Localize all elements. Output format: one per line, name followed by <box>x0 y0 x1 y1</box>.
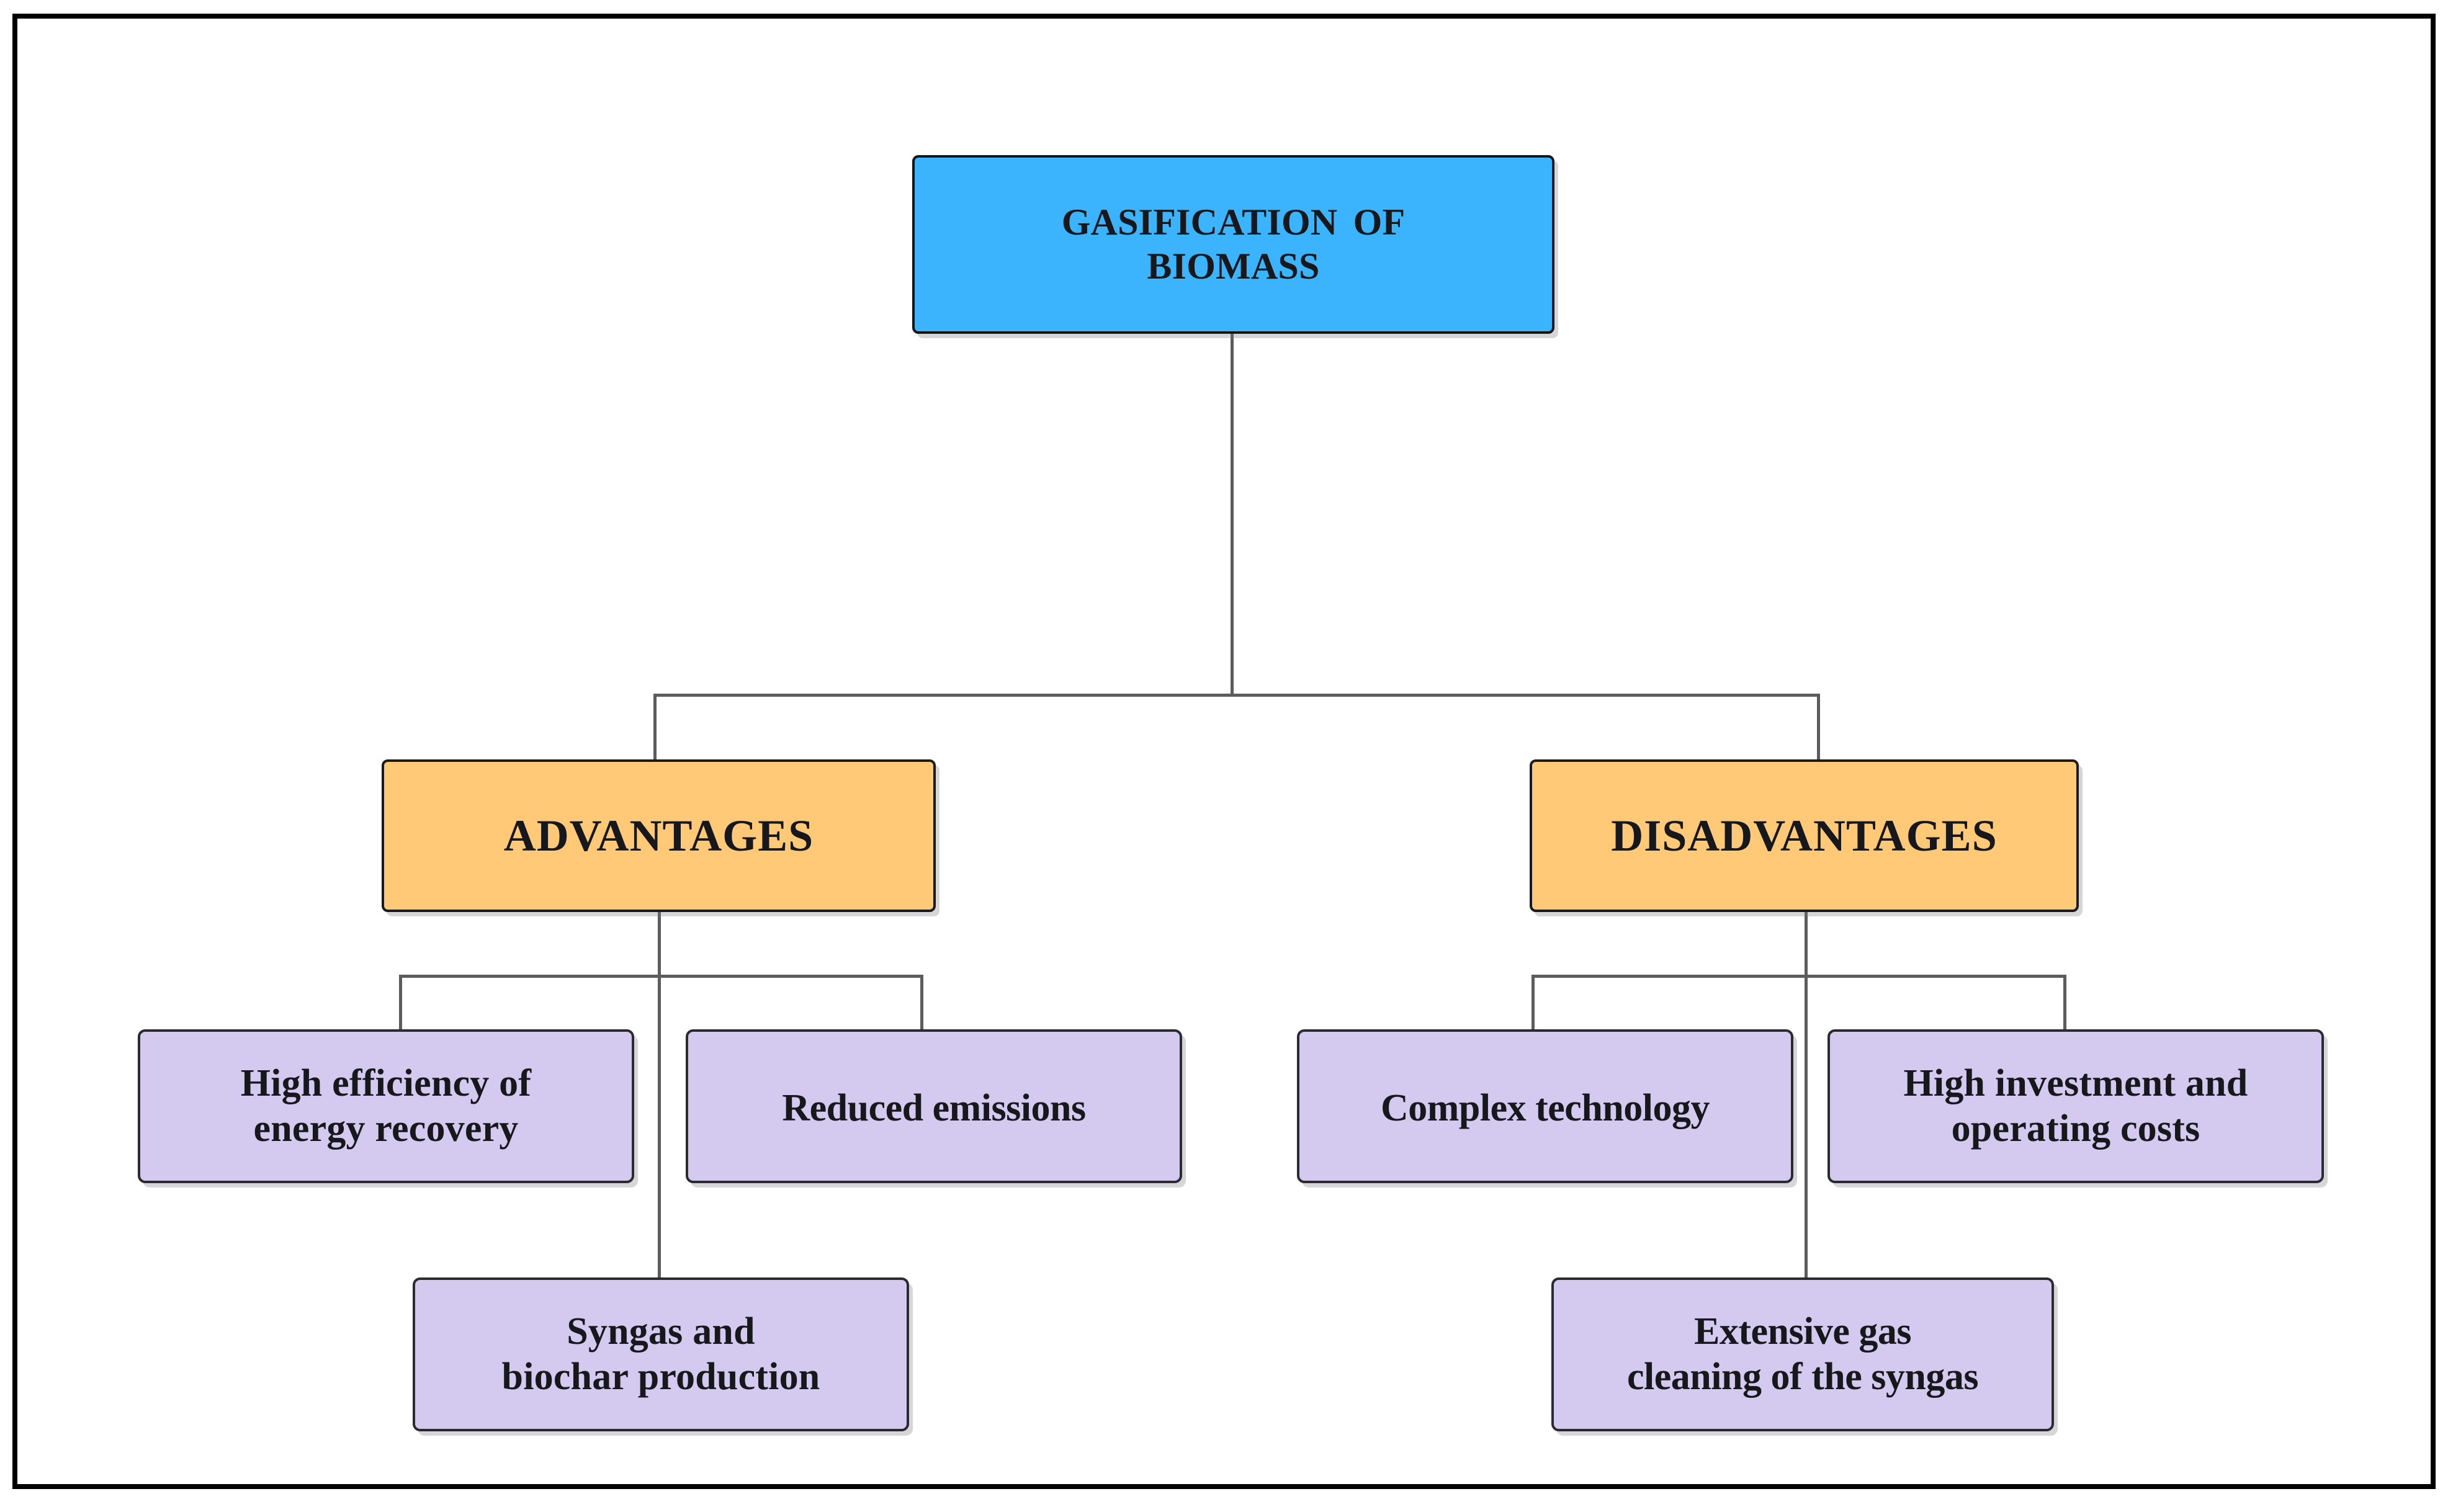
connector-disadvantages-bus <box>1531 975 2066 978</box>
node-high-efficiency-of-energy-recovery[interactable]: High efficiency of energy recovery <box>138 1029 634 1183</box>
node-complex-technology[interactable]: Complex technology <box>1297 1029 1793 1183</box>
node-label-syngas-biochar: Syngas and biochar production <box>501 1310 820 1398</box>
connector-drop-disadvantages <box>1817 694 1820 761</box>
connector-drop-complex-technology <box>1531 975 1535 1029</box>
connector-drop-reduced-emissions <box>920 975 923 1029</box>
node-high-investment-and-operating-costs[interactable]: High investment and operating costs <box>1827 1029 2324 1183</box>
node-label-reduced-emissions: Reduced emissions <box>782 1087 1086 1130</box>
connector-root-bus <box>653 694 1820 697</box>
connector-drop-high-efficiency <box>399 975 402 1029</box>
connector-root-stem <box>1231 332 1234 697</box>
node-reduced-emissions[interactable]: Reduced emissions <box>686 1029 1182 1183</box>
node-label-high-efficiency: High efficiency of energy recovery <box>240 1062 532 1150</box>
connector-disadvantages-stem <box>1805 912 1808 1278</box>
node-label-advantages: ADVANTAGES <box>503 810 814 861</box>
connector-drop-advantages <box>653 694 657 761</box>
node-label-high-investment: High investment and operating costs <box>1903 1062 2248 1150</box>
node-disadvantages[interactable]: DISADVANTAGES <box>1530 759 2079 912</box>
connector-drop-high-investment <box>2063 975 2066 1029</box>
node-label-complex-technology: Complex technology <box>1380 1087 1710 1130</box>
node-advantages[interactable]: ADVANTAGES <box>382 759 936 912</box>
connector-advantages-bus <box>399 975 923 978</box>
node-label-disadvantages: DISADVANTAGES <box>1611 810 1998 861</box>
node-syngas-and-biochar-production[interactable]: Syngas and biochar production <box>413 1277 909 1431</box>
node-extensive-gas-cleaning-of-the-syngas[interactable]: Extensive gas cleaning of the syngas <box>1551 1277 2054 1431</box>
diagram-outer-border <box>12 14 2436 1489</box>
node-label-extensive-gas-cleaning: Extensive gas cleaning of the syngas <box>1627 1310 1978 1398</box>
connector-advantages-stem <box>658 912 661 1278</box>
